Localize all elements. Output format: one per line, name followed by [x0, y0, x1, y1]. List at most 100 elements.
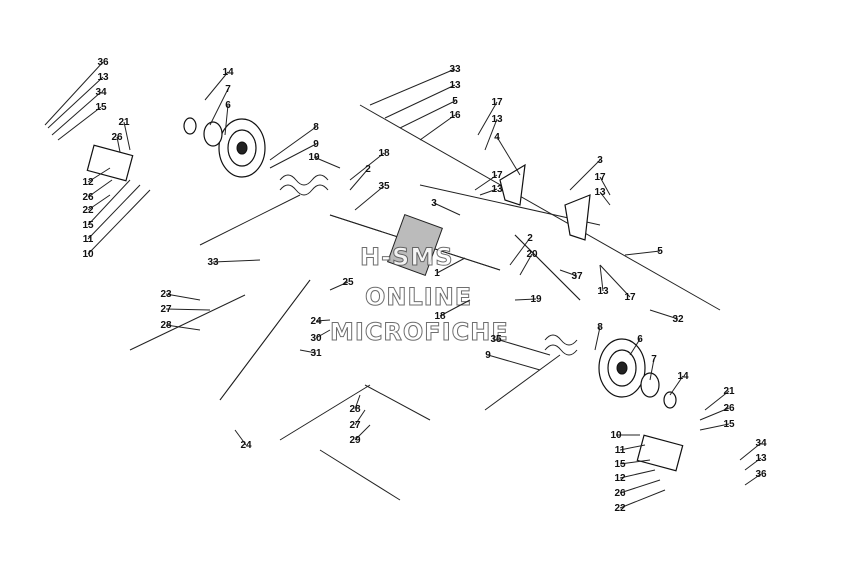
watermark-text: H-SMS: [360, 243, 454, 271]
callout-number: 4: [494, 132, 500, 143]
callout-leader: [47, 76, 104, 129]
callout-number: 33: [449, 64, 461, 75]
callout-number: 19: [308, 152, 320, 163]
callout-leader: [51, 91, 102, 136]
callout-number: 18: [434, 311, 446, 322]
callout-leader: [123, 121, 131, 151]
callout-number: 18: [378, 148, 390, 159]
callout-number: 26: [82, 192, 94, 203]
callout-leader: [87, 179, 131, 226]
callout-leader: [419, 114, 456, 141]
callout-number: 24: [310, 316, 322, 327]
callout-leader: [519, 253, 533, 276]
callout-leader: [209, 88, 229, 126]
watermark-text: MICROFICHE: [330, 318, 509, 346]
callout-number: 24: [240, 440, 252, 451]
callout-number: 12: [614, 473, 626, 484]
callout-leader: [474, 174, 498, 191]
callout-leader: [44, 61, 104, 126]
callout-number: 13: [491, 114, 503, 125]
callout-number: 36: [755, 469, 767, 480]
callout-leader: [439, 299, 471, 317]
watermark: H-SMS ONLINE MICROFICHE: [330, 243, 509, 347]
callout-number: 28: [349, 404, 361, 415]
callout-leader: [619, 489, 666, 509]
callout-number: 6: [637, 334, 643, 345]
callout-leader: [619, 469, 656, 479]
callout-leader: [87, 179, 113, 198]
callout-number: 17: [594, 172, 606, 183]
callout-leader: [204, 71, 229, 101]
watermark-text: ONLINE: [365, 283, 472, 311]
callout-leader: [315, 329, 331, 339]
callout-number: 30: [310, 333, 322, 344]
callout-number: 27: [349, 420, 361, 431]
callout-number: 13: [449, 80, 461, 91]
callout-number: 21: [118, 117, 130, 128]
callout-leader: [619, 479, 661, 494]
callout-number: 15: [614, 459, 626, 470]
callout-leader: [479, 188, 498, 196]
callout-leader: [329, 281, 349, 291]
callout-number: 16: [449, 110, 461, 121]
callout-number: 36: [97, 57, 109, 68]
callout-number: 13: [97, 72, 109, 83]
callout-number: 34: [755, 438, 767, 449]
callout-leader: [165, 324, 201, 331]
callout-leader: [477, 101, 498, 136]
callout-leader: [269, 143, 317, 169]
callout-number: 8: [313, 122, 319, 133]
callout-leader: [624, 250, 661, 256]
callout-number: 11: [615, 445, 626, 456]
callout-leader: [349, 152, 385, 181]
callout-number: 3: [597, 155, 603, 166]
callout-number: 20: [526, 249, 538, 260]
callout-number: 15: [82, 220, 94, 231]
callout-number: 2: [365, 164, 371, 175]
callout-number: 26: [723, 403, 735, 414]
callout-leader: [744, 457, 762, 471]
callout-number: 28: [160, 320, 172, 331]
callout-number: 33: [207, 257, 219, 268]
callout-leader: [496, 136, 521, 176]
parts-drawing: [86, 104, 721, 501]
callout-number: 13: [491, 184, 503, 195]
callout-leader: [433, 202, 461, 216]
callout-number: 15: [95, 102, 107, 113]
callout-leader: [699, 423, 730, 431]
callout-leader: [744, 473, 762, 486]
callout-number: 31: [310, 348, 322, 359]
callout-leader: [354, 185, 385, 211]
callout-number: 9: [485, 350, 491, 361]
callout-leader: [87, 184, 141, 240]
callout-number: 34: [95, 87, 107, 98]
callout-number: 25: [342, 277, 354, 288]
callout-leader: [234, 429, 247, 446]
callout-number: 17: [491, 170, 503, 181]
callout-leader: [509, 237, 531, 266]
callout-leader: [87, 189, 151, 255]
callout-number: 7: [651, 354, 657, 365]
callout-leader: [599, 191, 611, 206]
callout-number: 35: [378, 181, 390, 192]
callout-leader: [599, 264, 604, 292]
callout-number: 5: [452, 96, 458, 107]
callout-leader: [599, 176, 611, 196]
callout-number: 5: [657, 246, 663, 257]
callout-number: 6: [225, 100, 231, 111]
callout-leader: [619, 444, 646, 451]
callout-leader: [649, 358, 655, 381]
callout-number: 23: [160, 289, 172, 300]
callout-leader: [57, 106, 102, 141]
callout-leader: [484, 118, 498, 151]
callout-number: 32: [672, 314, 684, 325]
callout-number: 8: [597, 322, 603, 333]
callout-leader: [116, 136, 121, 153]
callout-number: 22: [82, 205, 94, 216]
callout-number: 19: [530, 294, 542, 305]
callout-number: 35: [490, 334, 502, 345]
callout-leader: [569, 159, 601, 191]
callout-leader: [354, 424, 371, 441]
